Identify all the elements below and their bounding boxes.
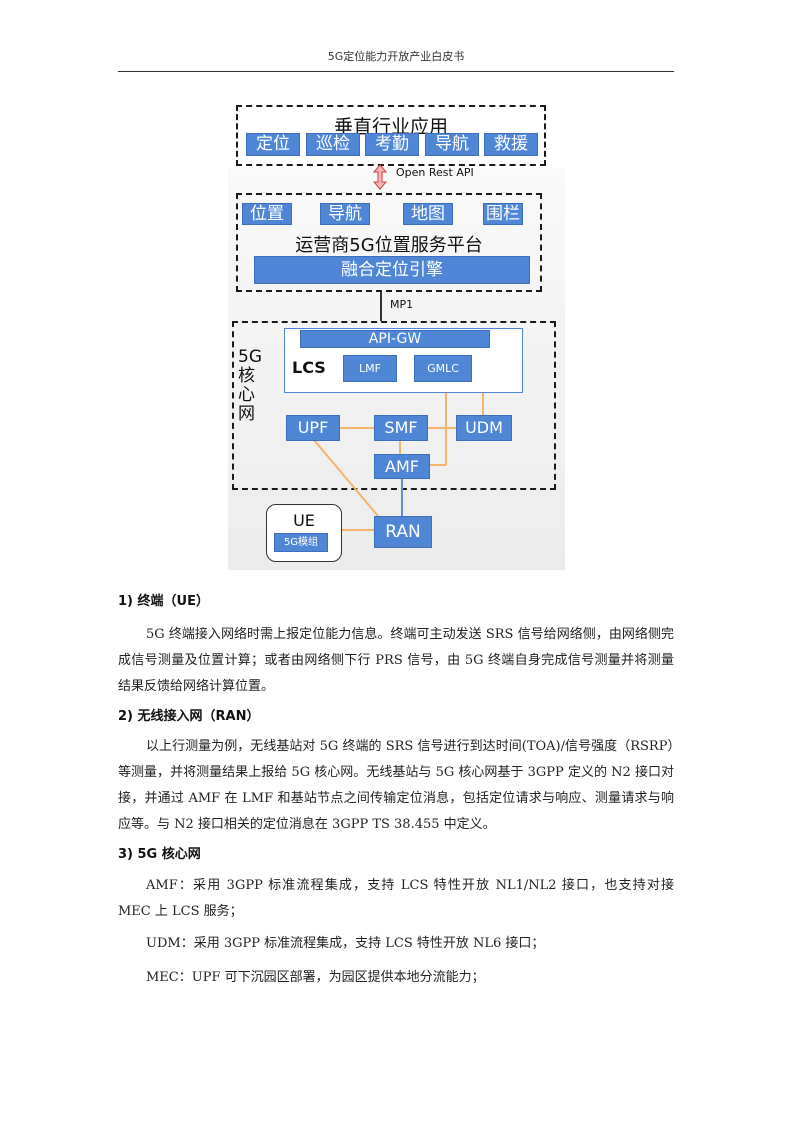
upf-box: UPF: [286, 415, 340, 441]
core-network-frame: [232, 321, 556, 490]
location-platform-frame: [236, 193, 542, 292]
open-rest-api-label: Open Rest API: [396, 166, 474, 179]
section-core-amf: AMF：采用 3GPP 标准流程集成，支持 LCS 特性开放 NL1/NL2 接…: [118, 878, 674, 919]
section-heading-ran: 2) 无线接入网（RAN）: [118, 709, 260, 724]
core-label-he: 核: [238, 366, 255, 386]
mp1-label: MP1: [390, 298, 414, 311]
header-rule: [118, 71, 674, 72]
network-links: [313, 393, 484, 531]
smf-box: SMF: [374, 415, 428, 441]
vertical-apps-title: 垂直行业应用: [333, 116, 448, 138]
section-ue-paragraph: 5G 终端接入网络时需上报定位能力信息。终端可主动发送 SRS 信号给网络侧，由…: [118, 627, 674, 694]
vertical-item-location: 定位: [246, 133, 300, 156]
fusion-positioning-engine: 融合定位引擎: [254, 256, 530, 284]
platform-item-navigation: 导航: [320, 203, 370, 225]
section-core-mec: MEC：UPF 可下沉园区部署，为园区提供本地分流能力；: [146, 970, 485, 985]
core-label-xin: 心: [238, 385, 255, 405]
vertical-item-attendance: 考勤: [365, 133, 419, 156]
section-ran-paragraph: 以上行测量为例，无线基站对 5G 终端的 SRS 信号进行到达时间(TOA)/信…: [118, 739, 674, 832]
upf-ran-link: [313, 439, 379, 517]
lcs-label: LCS: [292, 358, 326, 377]
platform-item-map: 地图: [403, 203, 453, 225]
vertical-item-rescue: 救援: [484, 133, 538, 156]
core-label-wang: 网: [238, 404, 255, 424]
vertical-item-navigation: 导航: [425, 133, 479, 156]
section-heading-ue: 1) 终端（UE）: [118, 594, 209, 609]
vertical-item-patrol: 巡检: [306, 133, 360, 156]
location-platform-title: 运营商5G位置服务平台: [295, 235, 483, 256]
mp1-link: [380, 292, 382, 321]
udm-box: UDM: [456, 415, 512, 441]
architecture-diagram: 垂直行业应用 定位 巡检 考勤 导航 救援 Open Rest API 位置 导…: [228, 98, 565, 570]
platform-item-position: 位置: [242, 203, 292, 225]
section-heading-core: 3) 5G 核心网: [118, 847, 201, 862]
ue-label: UE: [293, 511, 315, 530]
core-network-label: 5G 核 心 网: [238, 347, 262, 424]
ran-box: RAN: [374, 516, 432, 548]
section-core-udm: UDM：采用 3GPP 标准流程集成，支持 LCS 特性开放 NL6 接口；: [146, 936, 545, 951]
lmf-box: LMF: [343, 355, 397, 382]
vertical-apps-frame: [236, 105, 546, 166]
gmlc-box: GMLC: [414, 355, 472, 382]
5g-module-box: 5G模组: [274, 533, 328, 552]
amf-box: AMF: [374, 454, 430, 479]
api-gw-box: API-GW: [300, 330, 490, 348]
double-arrow-icon: [372, 164, 388, 190]
core-label-5g: 5G: [238, 347, 262, 367]
platform-item-fence: 围栏: [483, 203, 523, 225]
page-header: 5G定位能力开放产业白皮书: [327, 50, 465, 63]
